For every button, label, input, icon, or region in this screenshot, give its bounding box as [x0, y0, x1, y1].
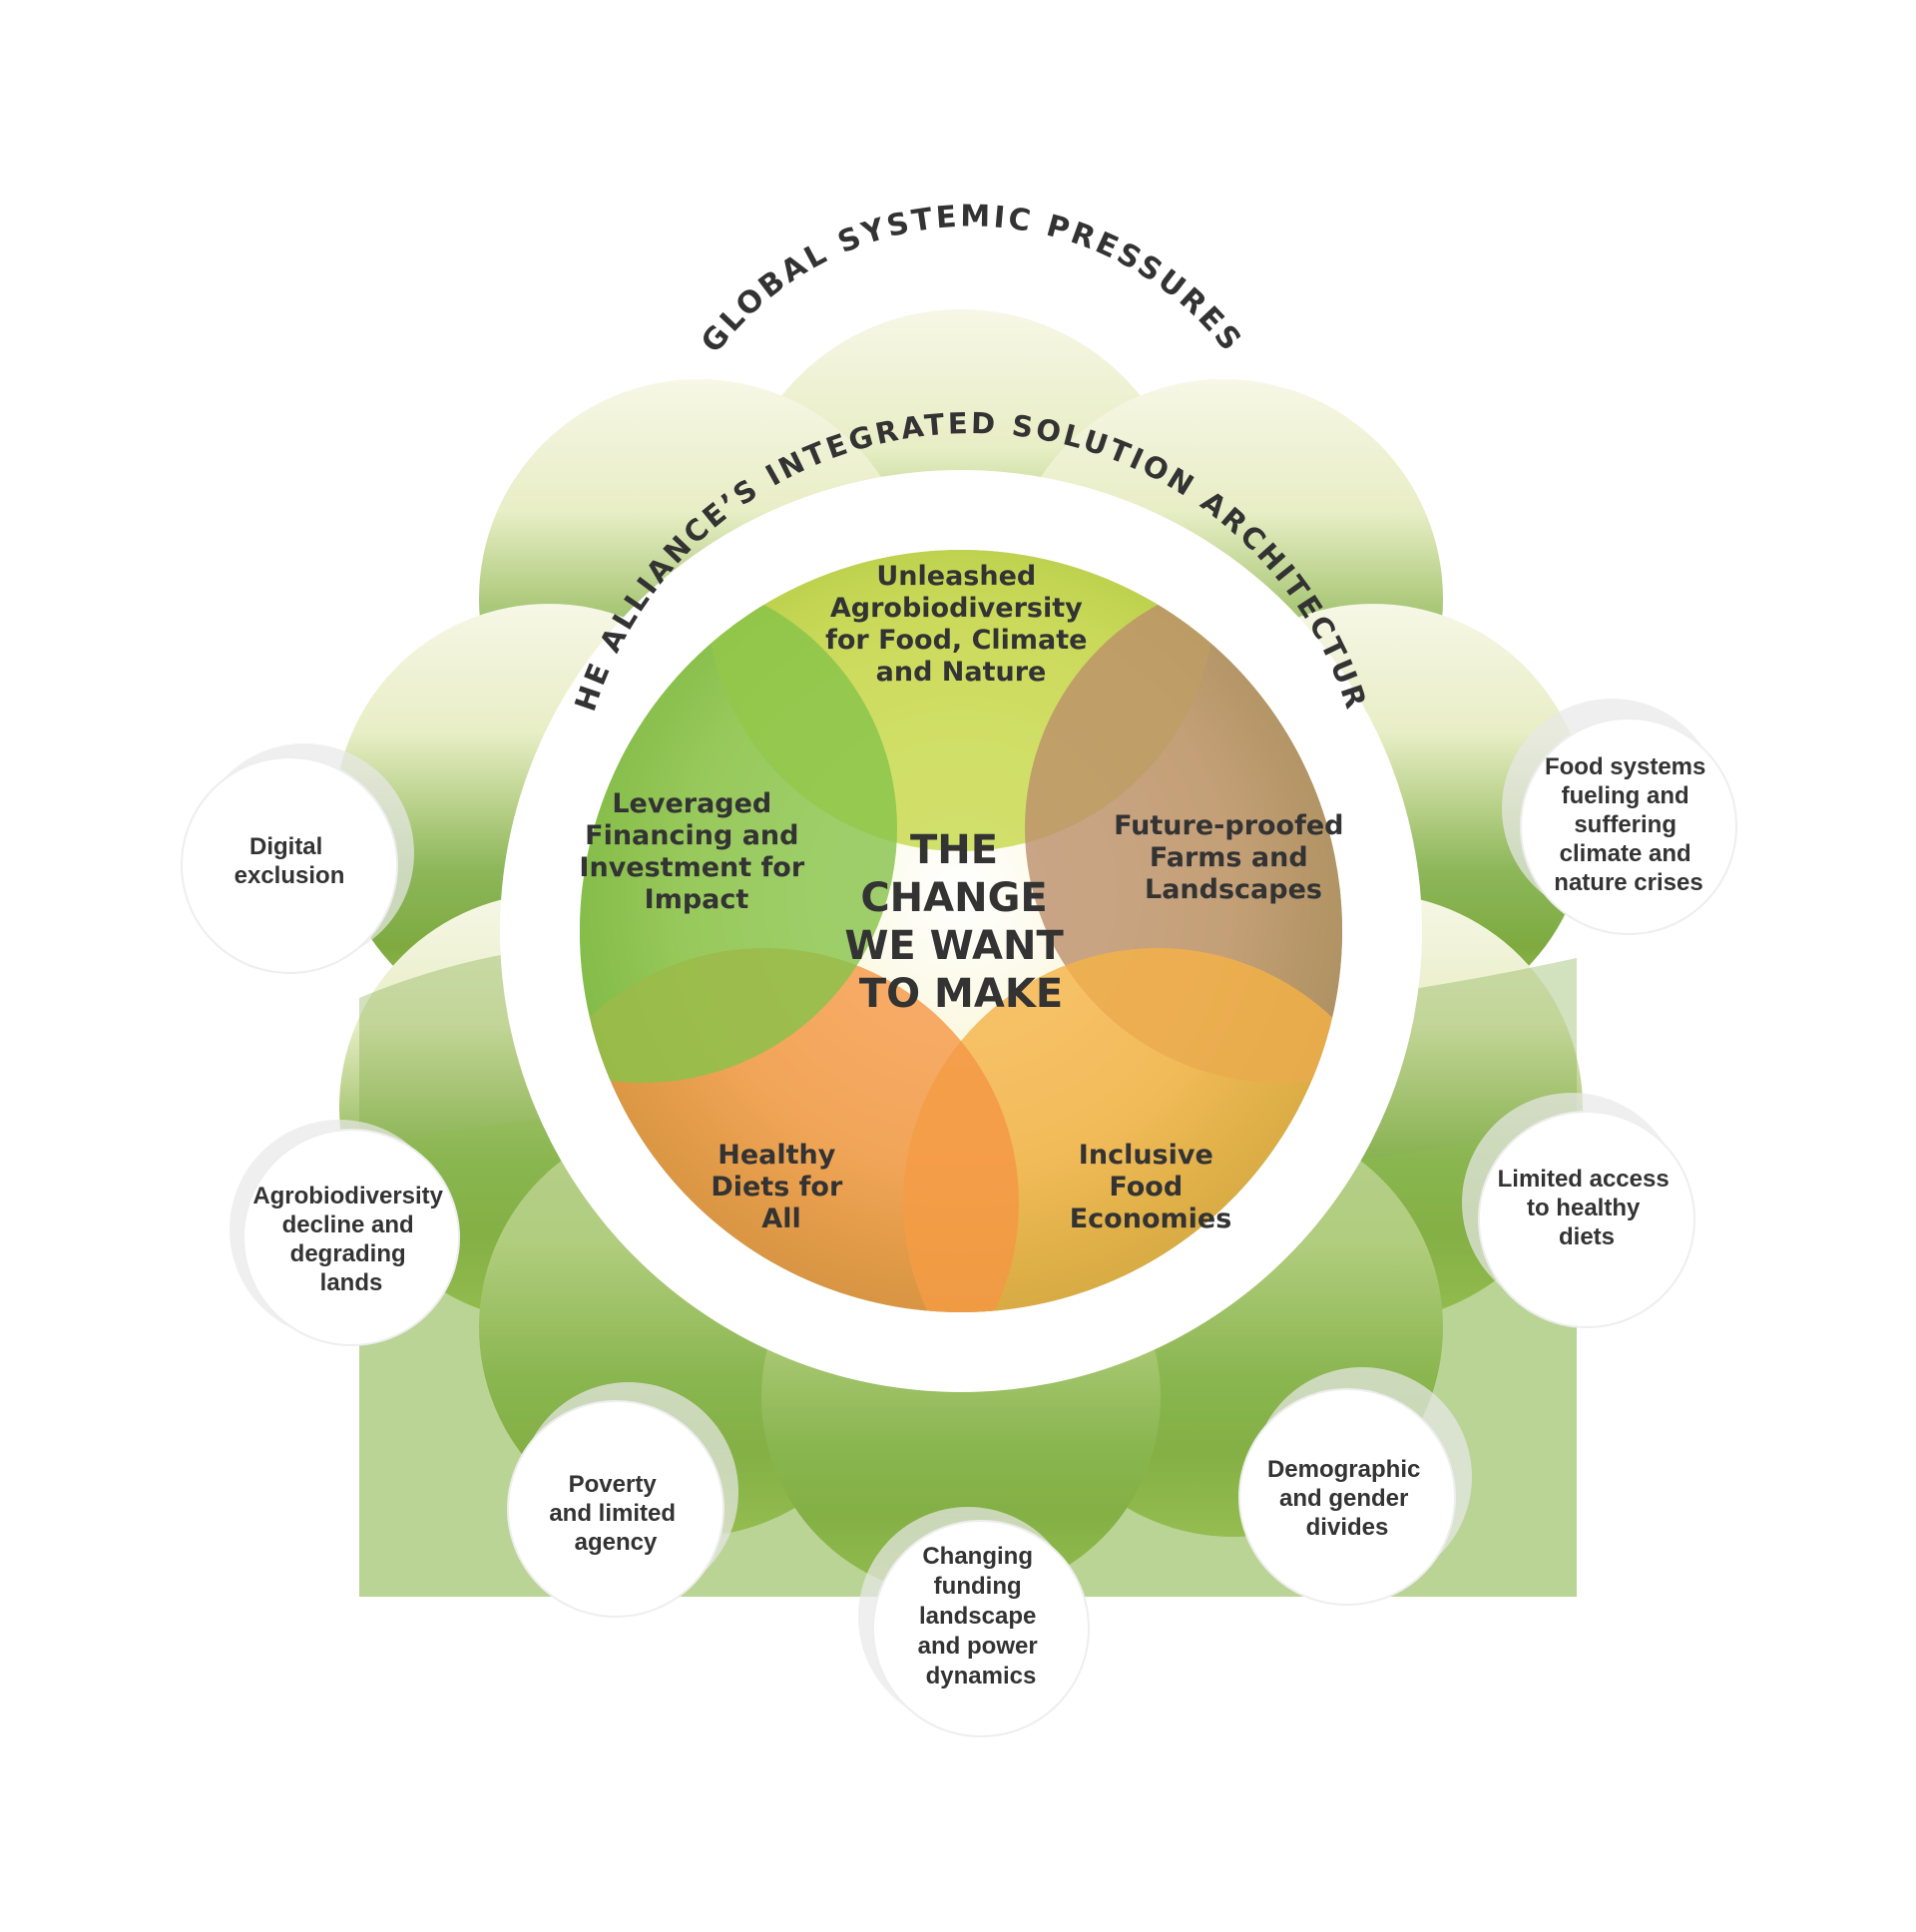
pressure-label-agrobiodiversity-decline: Agrobiodiversity decline and degrading l…	[252, 1183, 449, 1296]
center-title: THE CHANGE WE WANT TO MAKE	[844, 827, 1077, 1017]
pressure-poverty: Poverty and limited agency	[507, 1382, 738, 1618]
petal-food-economies	[903, 948, 1342, 1312]
pressure-label-digital-exclusion: Digital exclusion	[235, 833, 345, 889]
pressure-label-funding-landscape: Changing funding landscape and power dyn…	[918, 1543, 1045, 1690]
pressure-demographic: Demographic and gender divides	[1238, 1367, 1472, 1606]
pressure-climate-crises: Food systems fueling and suffering clima…	[1502, 699, 1737, 935]
petal-label-farms: Future-proofed Farms and Landscapes	[1114, 810, 1353, 905]
petal-financing	[580, 574, 897, 1083]
pressure-healthy-diets-access: Limited access to healthy diets	[1462, 1093, 1695, 1328]
petal-label-food-economies: Inclusive Food Economies	[1070, 1140, 1232, 1234]
pressure-label-climate-crises: Food systems fueling and suffering clima…	[1545, 753, 1712, 896]
pressure-label-demographic: Demographic and gender divides	[1267, 1456, 1427, 1541]
petal-label-healthy-diets: Healthy Diets for All	[711, 1140, 851, 1234]
petal-label-financing: Leveraged Financing and Investment for I…	[579, 788, 813, 915]
pressure-agrobiodiversity-decline: Agrobiodiversity decline and degrading l…	[230, 1120, 460, 1346]
petal-label-agrobiodiversity: Unleashed Agrobiodiversity for Food, Cli…	[825, 561, 1097, 688]
pressure-digital-exclusion: Digital exclusion	[181, 743, 414, 974]
pressure-funding-landscape: Changing funding landscape and power dyn…	[858, 1507, 1090, 1737]
pressure-label-poverty: Poverty and limited agency	[549, 1471, 682, 1556]
petal-group	[580, 550, 1342, 1312]
pressure-label-healthy-diets-access: Limited access to healthy diets	[1498, 1166, 1676, 1250]
